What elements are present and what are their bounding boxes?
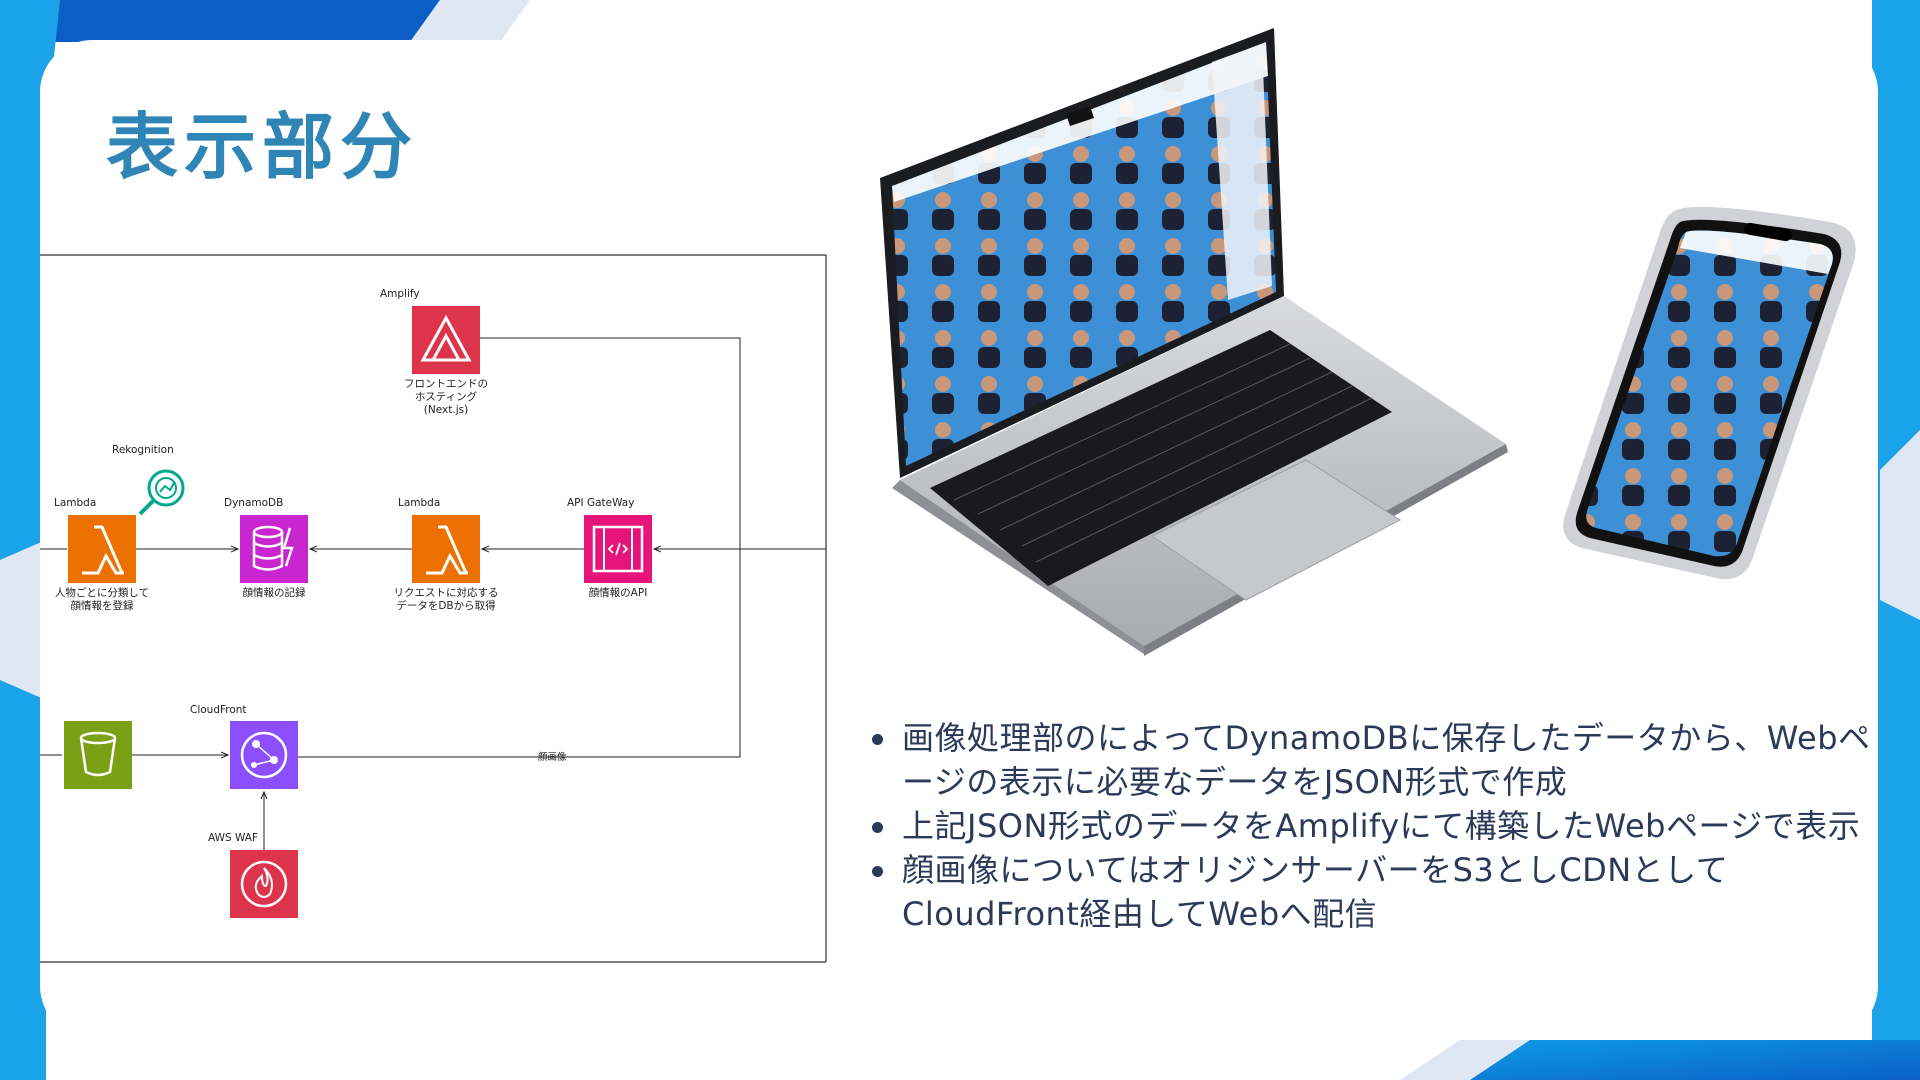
- lambda-icon: [68, 515, 136, 583]
- caption-line: 人物ごとに分類して: [54, 587, 150, 599]
- bullet-item: 顔画像についてはオリジンサーバーをS3としCDNとしてCloudFront経由し…: [872, 848, 1872, 936]
- caption-line: 顔情報のAPI: [588, 587, 648, 599]
- lambda-caption: 人物ごとに分類して 顔情報を登録: [42, 587, 162, 613]
- edge-label-face-image: 顔画像: [538, 752, 567, 763]
- rekognition-label: Rekognition: [112, 444, 174, 456]
- laptop: [880, 28, 1508, 656]
- caption-line: リクエストに対応する: [393, 587, 499, 599]
- amplify-icon: [412, 306, 480, 374]
- api-gateway-label: API GateWay: [567, 497, 635, 509]
- bullet-list: 画像処理部のによってDynamoDBに保存したデータから、Webページの表示に必…: [872, 716, 1872, 936]
- slide-title: 表示部分: [106, 105, 419, 189]
- lambda-icon: [412, 515, 480, 583]
- lambda-caption: リクエストに対応する データをDBから取得: [381, 587, 511, 613]
- cloudfront-icon: [230, 721, 298, 789]
- smartphone: [1563, 206, 1856, 580]
- lambda-label: Lambda: [54, 497, 97, 509]
- lambda-label: Lambda: [398, 497, 441, 509]
- amplify-label: Amplify: [380, 288, 420, 300]
- bullet-item: 画像処理部のによってDynamoDBに保存したデータから、Webページの表示に必…: [872, 716, 1872, 804]
- api-gateway-icon: [584, 515, 652, 583]
- amplify-caption: フロントエンドの ホスティング (Next.js): [386, 378, 506, 417]
- waf-icon: [230, 850, 298, 918]
- caption-line: (Next.js): [423, 404, 469, 417]
- rekognition-icon: [138, 469, 185, 516]
- caption-line: データをDBから取得: [396, 600, 496, 613]
- caption-line: 顔情報の記録: [242, 587, 306, 599]
- caption-line: ホスティング: [414, 391, 478, 404]
- cloudfront-label: CloudFront: [190, 704, 247, 716]
- dynamodb-label: DynamoDB: [224, 497, 284, 509]
- edge-amplify-cloudfront: [298, 337, 741, 758]
- waf-label: AWS WAF: [208, 832, 259, 844]
- s3-bucket-icon: [64, 721, 132, 789]
- dynamodb-caption: 顔情報の記録: [214, 587, 334, 600]
- dynamodb-icon: [240, 515, 308, 583]
- caption-line: フロントエンドの: [404, 378, 488, 390]
- caption-line: 顔情報を登録: [70, 600, 134, 613]
- bullet-item: 上記JSON形式のデータをAmplifyにて構築したWebページで表示: [872, 804, 1872, 848]
- api-gateway-caption: 顔情報のAPI: [558, 587, 678, 600]
